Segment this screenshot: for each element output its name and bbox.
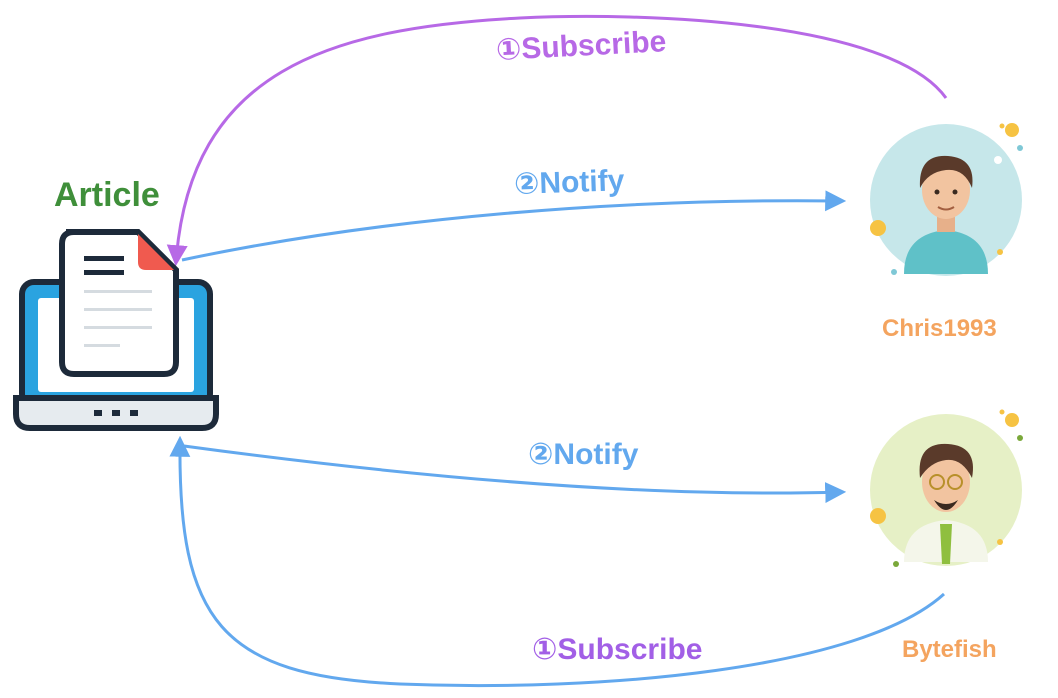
username-bytefish: Bytefish xyxy=(902,636,997,663)
avatar-bytefish-icon xyxy=(870,409,1023,567)
notify-label-top: ②Notify xyxy=(513,164,625,201)
username-chris: Chris1993 xyxy=(882,315,997,342)
avatar-chris-icon xyxy=(870,123,1023,276)
notify-arrow-bottom xyxy=(183,444,847,504)
notify-label-bottom: ②Notify xyxy=(528,438,639,471)
subscribe-arrow-bottom xyxy=(169,435,946,688)
subscribe-label-bottom: ①Subscribe xyxy=(532,633,703,666)
laptop-document-icon xyxy=(13,229,219,431)
notify-arrow-top xyxy=(181,190,847,262)
subscribe-arrow-top xyxy=(166,14,948,267)
article-title: Article xyxy=(54,176,160,214)
